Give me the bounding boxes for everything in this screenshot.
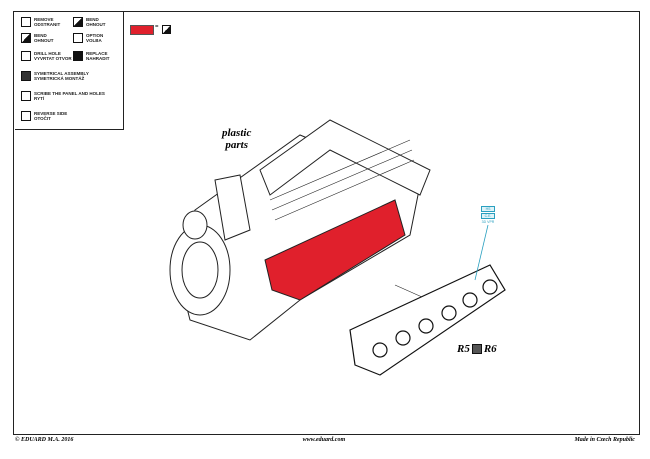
- scribe-icon: [21, 91, 31, 101]
- plastic-label-line2: parts: [225, 139, 248, 151]
- legend-cz: RYTÍ: [34, 96, 45, 101]
- pe-tag-line1: HS: [481, 206, 495, 212]
- engine-intake: [214, 174, 251, 241]
- part-numbers: R5 R6: [457, 343, 497, 355]
- reverse-side-icon: [21, 111, 31, 121]
- engine-valve-cover: [259, 119, 431, 196]
- legend-cz: VYVRTAT OTVOR: [34, 56, 72, 61]
- page-frame: [13, 11, 640, 435]
- legend-en: SCRIBE THE PANEL AND HOLES: [34, 91, 105, 96]
- website-url: www.eduard.com: [302, 437, 346, 443]
- bend-icon: [162, 25, 171, 34]
- legend-cz: SYMETRICKÁ MONTÁŽ: [34, 76, 85, 81]
- pe-tag-line2: C.E.: [481, 213, 495, 219]
- exhaust-area-red: [264, 199, 406, 301]
- legend-en: REVERSE SIDE: [34, 111, 68, 116]
- made-in: Made in Czech Republic: [574, 437, 635, 443]
- legend-en: DRILL HOLE: [34, 51, 61, 56]
- remove-icon: [21, 17, 31, 27]
- legend-en: BEND: [86, 17, 99, 22]
- bend-half-icon: [21, 33, 31, 43]
- legend-cz: ODSTRANIT: [34, 22, 61, 27]
- part-r6: R6: [483, 343, 497, 355]
- part-r5: R5: [457, 343, 470, 355]
- legend-en: BEND: [34, 33, 47, 38]
- replace-icon: [471, 344, 482, 354]
- legend-en: REPLACE: [86, 51, 108, 56]
- legend-en: REMOVE: [34, 17, 54, 22]
- leader-line: [474, 224, 489, 281]
- legend-en: OPTION: [86, 33, 104, 38]
- plastic-label-line1: plastic: [222, 127, 252, 139]
- color-swatch-red: [130, 25, 154, 35]
- pe-tag-line3: 3D VPR: [481, 220, 495, 224]
- bend-icon: [73, 17, 83, 27]
- option-icon: [73, 33, 83, 43]
- symmetrical-assembly-icon: [21, 71, 31, 81]
- color-key-equals: =: [155, 24, 159, 30]
- legend-cz: VOLBA: [86, 38, 102, 43]
- copyright: © EDUARD M.A. 2016: [15, 437, 74, 443]
- legend-cz: OHNOUT: [86, 22, 106, 27]
- legend-cz: NAHRADIT: [86, 56, 110, 61]
- legend-cz: OTOČIT: [34, 116, 51, 121]
- plastic-parts-label: plastic parts: [222, 127, 251, 151]
- photo-etched-exhaust-part: [349, 264, 506, 376]
- legend-cz: OHNOUT: [34, 38, 54, 43]
- pe-fret-tag: HS C.E. 3D VPR: [481, 206, 495, 224]
- drill-hole-icon: [21, 51, 31, 61]
- legend-en: SYMETRICAL ASSEMBLY: [34, 71, 89, 76]
- footer: © EDUARD M.A. 2016 www.eduard.com Made i…: [15, 437, 635, 443]
- replace-icon: [73, 51, 83, 61]
